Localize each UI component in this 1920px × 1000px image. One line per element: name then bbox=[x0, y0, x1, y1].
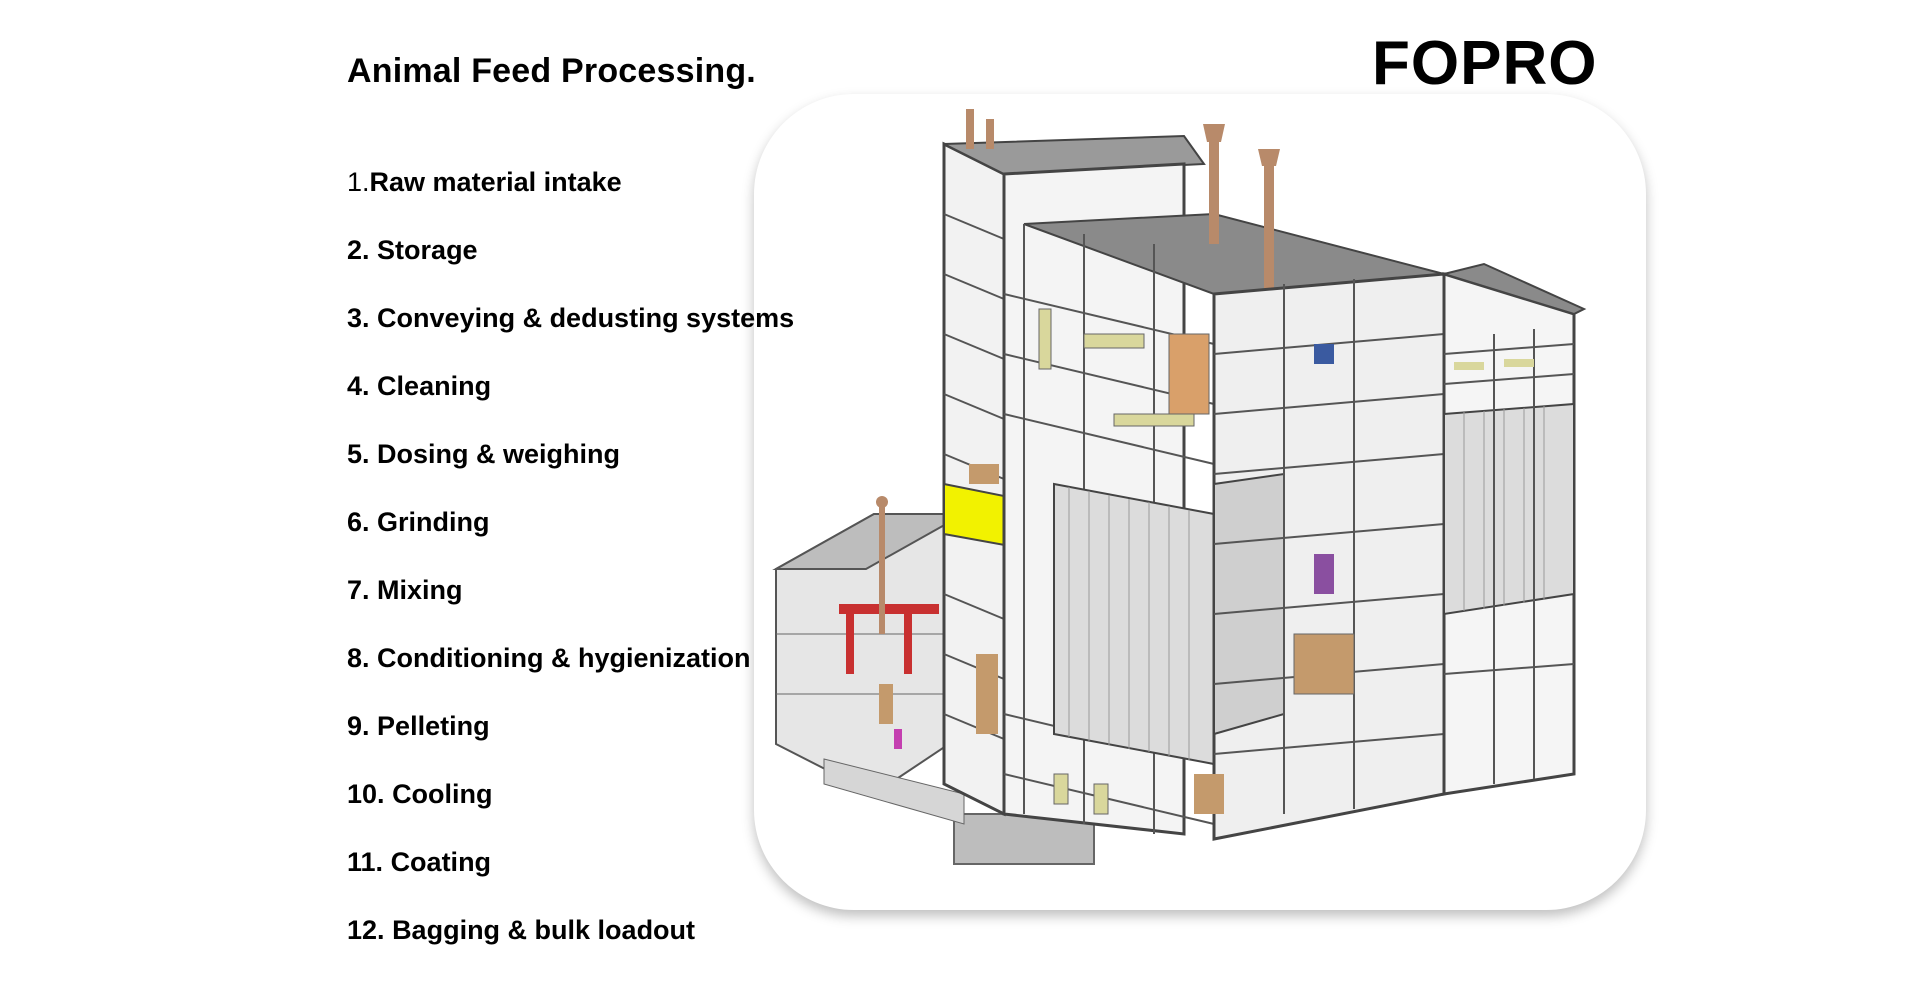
list-item: 9. Pelleting bbox=[347, 708, 794, 776]
annex-building bbox=[772, 496, 968, 796]
step-number: 5. bbox=[347, 439, 370, 469]
brand-logo: FOPRO bbox=[1372, 29, 1598, 98]
page-title: Animal Feed Processing. bbox=[347, 52, 756, 90]
main-building bbox=[1002, 124, 1445, 839]
step-number: 2. bbox=[347, 235, 370, 265]
step-number: 12. bbox=[347, 915, 385, 945]
step-number: 4. bbox=[347, 371, 370, 401]
list-item: 3. Conveying & dedusting systems bbox=[347, 300, 794, 368]
list-item: 11. Coating bbox=[347, 844, 794, 912]
right-section bbox=[1194, 272, 1446, 841]
step-label: Mixing bbox=[377, 575, 463, 605]
step-label: Raw material intake bbox=[369, 167, 622, 197]
step-number: 6. bbox=[347, 507, 370, 537]
step-number: 8. bbox=[347, 643, 370, 673]
list-item: 10. Cooling bbox=[347, 776, 794, 844]
step-number: 7. bbox=[347, 575, 370, 605]
step-label: Cleaning bbox=[377, 371, 492, 401]
step-number: 9. bbox=[347, 711, 370, 741]
list-item: 1.Raw material intake bbox=[347, 164, 794, 232]
list-item: 5. Dosing & weighing bbox=[347, 436, 794, 504]
foundation bbox=[823, 758, 1095, 865]
step-label: Conveying & dedusting systems bbox=[377, 303, 795, 333]
step-label: Storage bbox=[377, 235, 478, 265]
process-steps-list: 1.Raw material intake 2. Storage 3. Conv… bbox=[347, 164, 794, 980]
feed-mill-illustration-frame bbox=[754, 94, 1646, 910]
far-right-building bbox=[1440, 262, 1587, 796]
step-label: Cooling bbox=[392, 779, 493, 809]
step-label: Grinding bbox=[377, 507, 490, 537]
list-item: 8. Conditioning & hygienization bbox=[347, 640, 794, 708]
step-number: 10. bbox=[347, 779, 385, 809]
feed-mill-building-illustration bbox=[772, 109, 1587, 865]
list-item: 6. Grinding bbox=[347, 504, 794, 572]
step-label: Coating bbox=[390, 847, 492, 877]
step-label: Bagging & bulk loadout bbox=[392, 915, 696, 945]
list-item: 2. Storage bbox=[347, 232, 794, 300]
step-number: 1. bbox=[347, 167, 370, 197]
step-number: 3. bbox=[347, 303, 370, 333]
step-label: Conditioning & hygienization bbox=[377, 643, 751, 673]
step-number: 11. bbox=[347, 847, 384, 877]
list-item: 4. Cleaning bbox=[347, 368, 794, 436]
step-label: Pelleting bbox=[377, 711, 490, 741]
list-item: 12. Bagging & bulk loadout bbox=[347, 912, 794, 980]
list-item: 7. Mixing bbox=[347, 572, 794, 640]
step-label: Dosing & weighing bbox=[377, 439, 621, 469]
